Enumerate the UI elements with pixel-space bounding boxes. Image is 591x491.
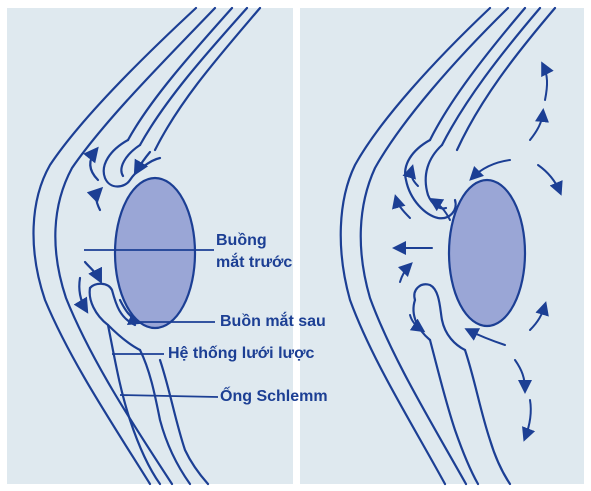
left-flow-arrow (136, 152, 150, 172)
right-iris-upper-inner (426, 145, 446, 208)
label-anterior-chamber-line2: mắt trước (216, 254, 292, 272)
right-flow-arrow (543, 65, 547, 100)
label-schlemm-canal: Ống Schlemm (220, 388, 328, 406)
left-sclera-2 (140, 8, 247, 145)
left-flow-arrow (96, 190, 100, 210)
label-posterior-chamber: Buồn mắt sau (220, 313, 326, 331)
right-flow-arrow (468, 330, 505, 345)
right-flow-arrow (530, 305, 545, 330)
right-flow-arrow (515, 360, 525, 390)
left-flow-arrow (85, 262, 100, 280)
right-iris-lower-inner (413, 300, 430, 340)
left-sclera-1 (128, 8, 232, 140)
right-sclera-lower-2 (465, 350, 510, 484)
right-flow-arrow (472, 160, 510, 178)
left-flow-arrow (90, 150, 98, 180)
right-flow-arrow (530, 112, 543, 140)
right-flow-arrow (400, 265, 410, 282)
left-flow-arrow (79, 278, 86, 310)
right-sclera-2 (442, 8, 540, 145)
left-sclera-lower-3 (160, 360, 208, 484)
right-flow-arrow (525, 400, 531, 438)
right-flow-arrow (411, 168, 418, 186)
right-flow-arrow (396, 198, 410, 218)
schlemm-leader (120, 395, 218, 397)
label-trabecular-meshwork: Hệ thống lưới lược (168, 345, 314, 363)
right-flow-arrow (538, 165, 560, 192)
right-lens (449, 180, 525, 326)
left-lens (115, 178, 195, 328)
label-anterior-chamber-line1: Buồng (216, 232, 267, 250)
